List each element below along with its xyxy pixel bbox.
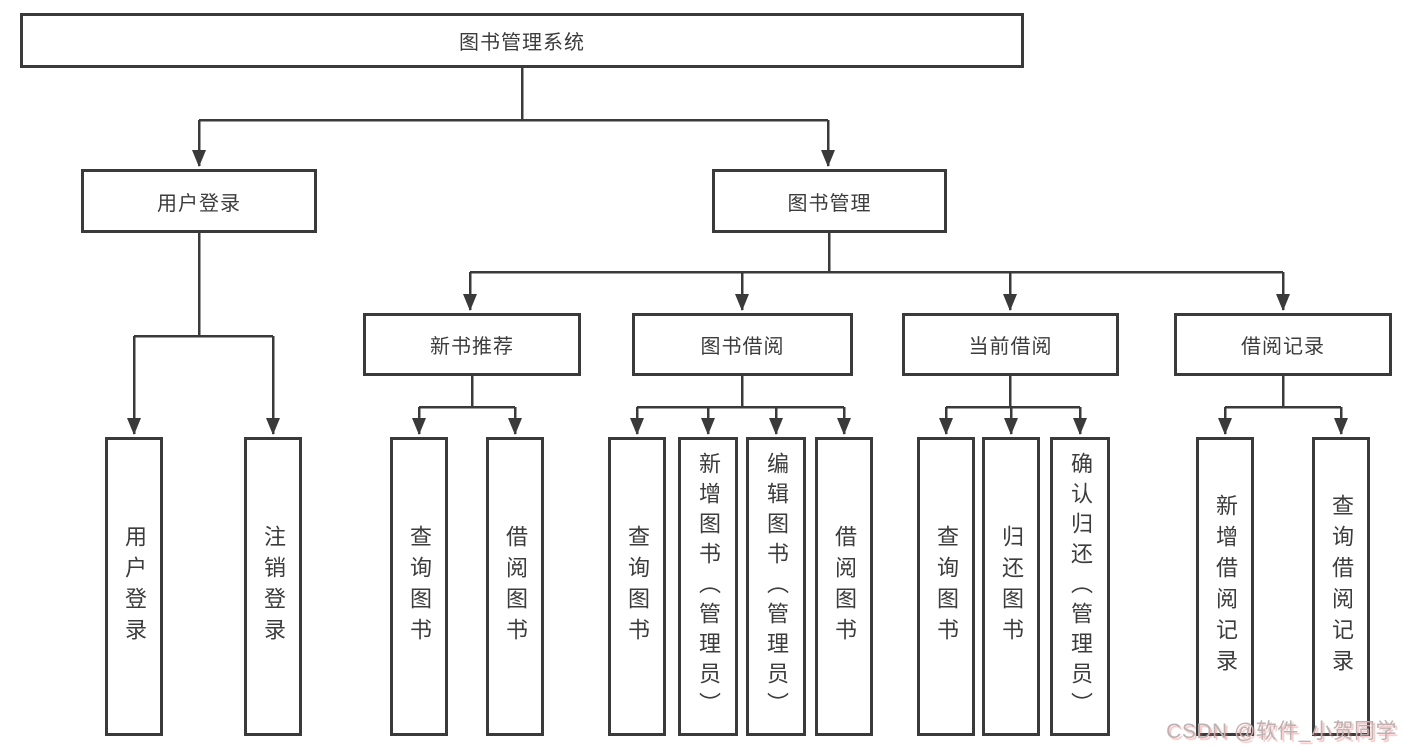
leaf-confirm-return-admin: 确认归还（管理员） bbox=[1050, 437, 1110, 736]
node-new-book-recommendation: 新书推荐 bbox=[363, 313, 581, 376]
leaf-query-books-recommend: 查询图书 bbox=[390, 437, 448, 736]
leaf-edit-books-admin: 编辑图书（管理员） bbox=[746, 437, 806, 736]
csdn-watermark: CSDN @软件_小贺同学 bbox=[1166, 720, 1397, 743]
leaf-add-books-admin: 新增图书（管理员） bbox=[678, 437, 738, 736]
node-current-borrowing: 当前借阅 bbox=[902, 313, 1119, 376]
leaf-user-login: 用户登录 bbox=[105, 437, 163, 736]
node-book-management: 图书管理 bbox=[712, 169, 947, 233]
node-library-system-root: 图书管理系统 bbox=[20, 13, 1024, 68]
leaf-query-books-current: 查询图书 bbox=[917, 437, 975, 736]
leaf-return-books: 归还图书 bbox=[982, 437, 1040, 736]
leaf-add-borrow-record: 新增借阅记录 bbox=[1196, 437, 1254, 736]
node-borrowing-records: 借阅记录 bbox=[1174, 313, 1392, 376]
node-user-login: 用户登录 bbox=[81, 169, 317, 233]
leaf-query-books-borrowing: 查询图书 bbox=[608, 437, 666, 736]
leaf-logout: 注销登录 bbox=[244, 437, 302, 736]
leaf-borrow-books-recommend: 借阅图书 bbox=[486, 437, 544, 736]
leaf-borrow-books: 借阅图书 bbox=[815, 437, 873, 736]
leaf-query-borrow-record: 查询借阅记录 bbox=[1312, 437, 1370, 736]
node-book-borrowing: 图书借阅 bbox=[632, 313, 853, 376]
